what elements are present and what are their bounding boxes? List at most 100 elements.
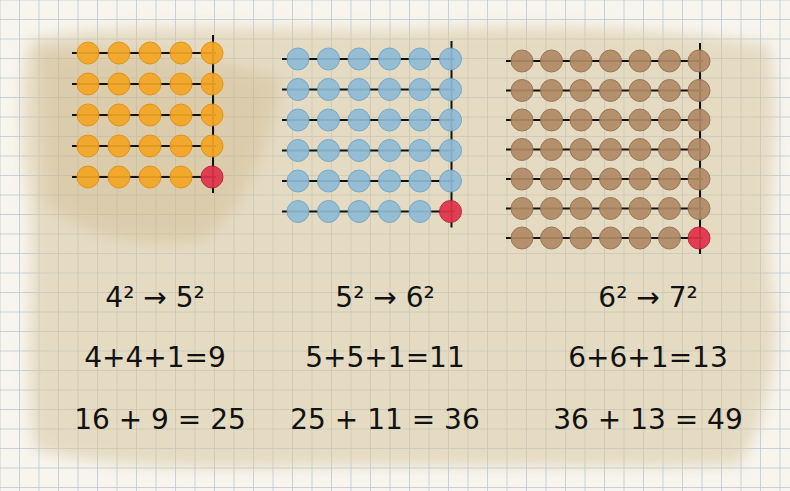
- bead: [688, 168, 710, 190]
- bead: [659, 168, 681, 190]
- bead: [170, 104, 192, 126]
- bead: [511, 80, 533, 102]
- bead: [348, 48, 370, 70]
- bead: [379, 170, 401, 192]
- bead: [688, 198, 710, 220]
- bead: [379, 140, 401, 162]
- bead: [570, 80, 592, 102]
- equation-label: 16 + 9 = 25: [74, 405, 246, 436]
- watercolor-wash-dark: [40, 49, 280, 243]
- bead: [287, 170, 309, 192]
- bead: [318, 201, 340, 223]
- bead: [659, 227, 681, 249]
- bead: [287, 79, 309, 101]
- equation-label: 5² → 6²: [335, 283, 434, 314]
- bead: [600, 168, 622, 190]
- bead: [318, 79, 340, 101]
- bead: [629, 198, 651, 220]
- bead: [379, 79, 401, 101]
- equation-label: 4² → 5²: [105, 283, 204, 314]
- bead: [201, 104, 223, 126]
- bead: [688, 50, 710, 72]
- bead: [409, 140, 431, 162]
- bead: [629, 227, 651, 249]
- grid-line: [780, 0, 781, 491]
- equation-label: 25 + 11 = 36: [290, 405, 479, 436]
- bead: [570, 168, 592, 190]
- bead: [688, 80, 710, 102]
- bead: [379, 48, 401, 70]
- bead: [511, 50, 533, 72]
- bead: [287, 140, 309, 162]
- bead: [348, 140, 370, 162]
- bead: [629, 50, 651, 72]
- grid-line: [19, 0, 20, 491]
- bead: [659, 109, 681, 131]
- bead: [541, 139, 563, 161]
- bead: [409, 201, 431, 223]
- bead: [170, 42, 192, 64]
- bead: [440, 79, 462, 101]
- bead: [348, 170, 370, 192]
- bead: [440, 48, 462, 70]
- equation-label: 5+5+1=11: [305, 343, 464, 374]
- bead: [541, 198, 563, 220]
- bead: [108, 42, 130, 64]
- bead: [440, 140, 462, 162]
- bead: [570, 50, 592, 72]
- bead: [629, 139, 651, 161]
- bead: [77, 104, 99, 126]
- bead: [379, 109, 401, 131]
- bead: [108, 73, 130, 95]
- bead: [570, 227, 592, 249]
- bead: [348, 201, 370, 223]
- bead: [318, 140, 340, 162]
- bead: [170, 166, 192, 188]
- bead: [77, 135, 99, 157]
- bead: [440, 170, 462, 192]
- bead: [688, 139, 710, 161]
- bead-squares: [72, 35, 710, 254]
- bead: [409, 48, 431, 70]
- bead: [409, 79, 431, 101]
- bead: [511, 139, 533, 161]
- bead: [511, 109, 533, 131]
- bead: [600, 227, 622, 249]
- bead: [139, 42, 161, 64]
- bead: [77, 42, 99, 64]
- bead: [541, 109, 563, 131]
- bead: [170, 135, 192, 157]
- bead: [287, 48, 309, 70]
- bead: [170, 73, 192, 95]
- bead: [318, 109, 340, 131]
- bead: [287, 109, 309, 131]
- bead: [409, 109, 431, 131]
- bead: [201, 166, 223, 188]
- bead: [348, 79, 370, 101]
- bead: [139, 73, 161, 95]
- bead: [201, 42, 223, 64]
- bead: [440, 109, 462, 131]
- bead: [600, 80, 622, 102]
- bead: [570, 198, 592, 220]
- bead: [541, 227, 563, 249]
- bead: [688, 227, 710, 249]
- bead: [379, 201, 401, 223]
- bead: [108, 166, 130, 188]
- bead: [600, 198, 622, 220]
- bead: [659, 139, 681, 161]
- bead: [600, 139, 622, 161]
- bead: [409, 170, 431, 192]
- bead: [511, 198, 533, 220]
- grid-line: [0, 468, 790, 469]
- bead: [77, 73, 99, 95]
- bead: [629, 109, 651, 131]
- equation-label: 36 + 13 = 49: [553, 405, 742, 436]
- bead: [600, 109, 622, 131]
- bead: [541, 50, 563, 72]
- equation-label: 4+4+1=9: [84, 343, 226, 374]
- bead: [318, 48, 340, 70]
- bead-square: [72, 35, 223, 193]
- equation-label: 6² → 7²: [598, 283, 697, 314]
